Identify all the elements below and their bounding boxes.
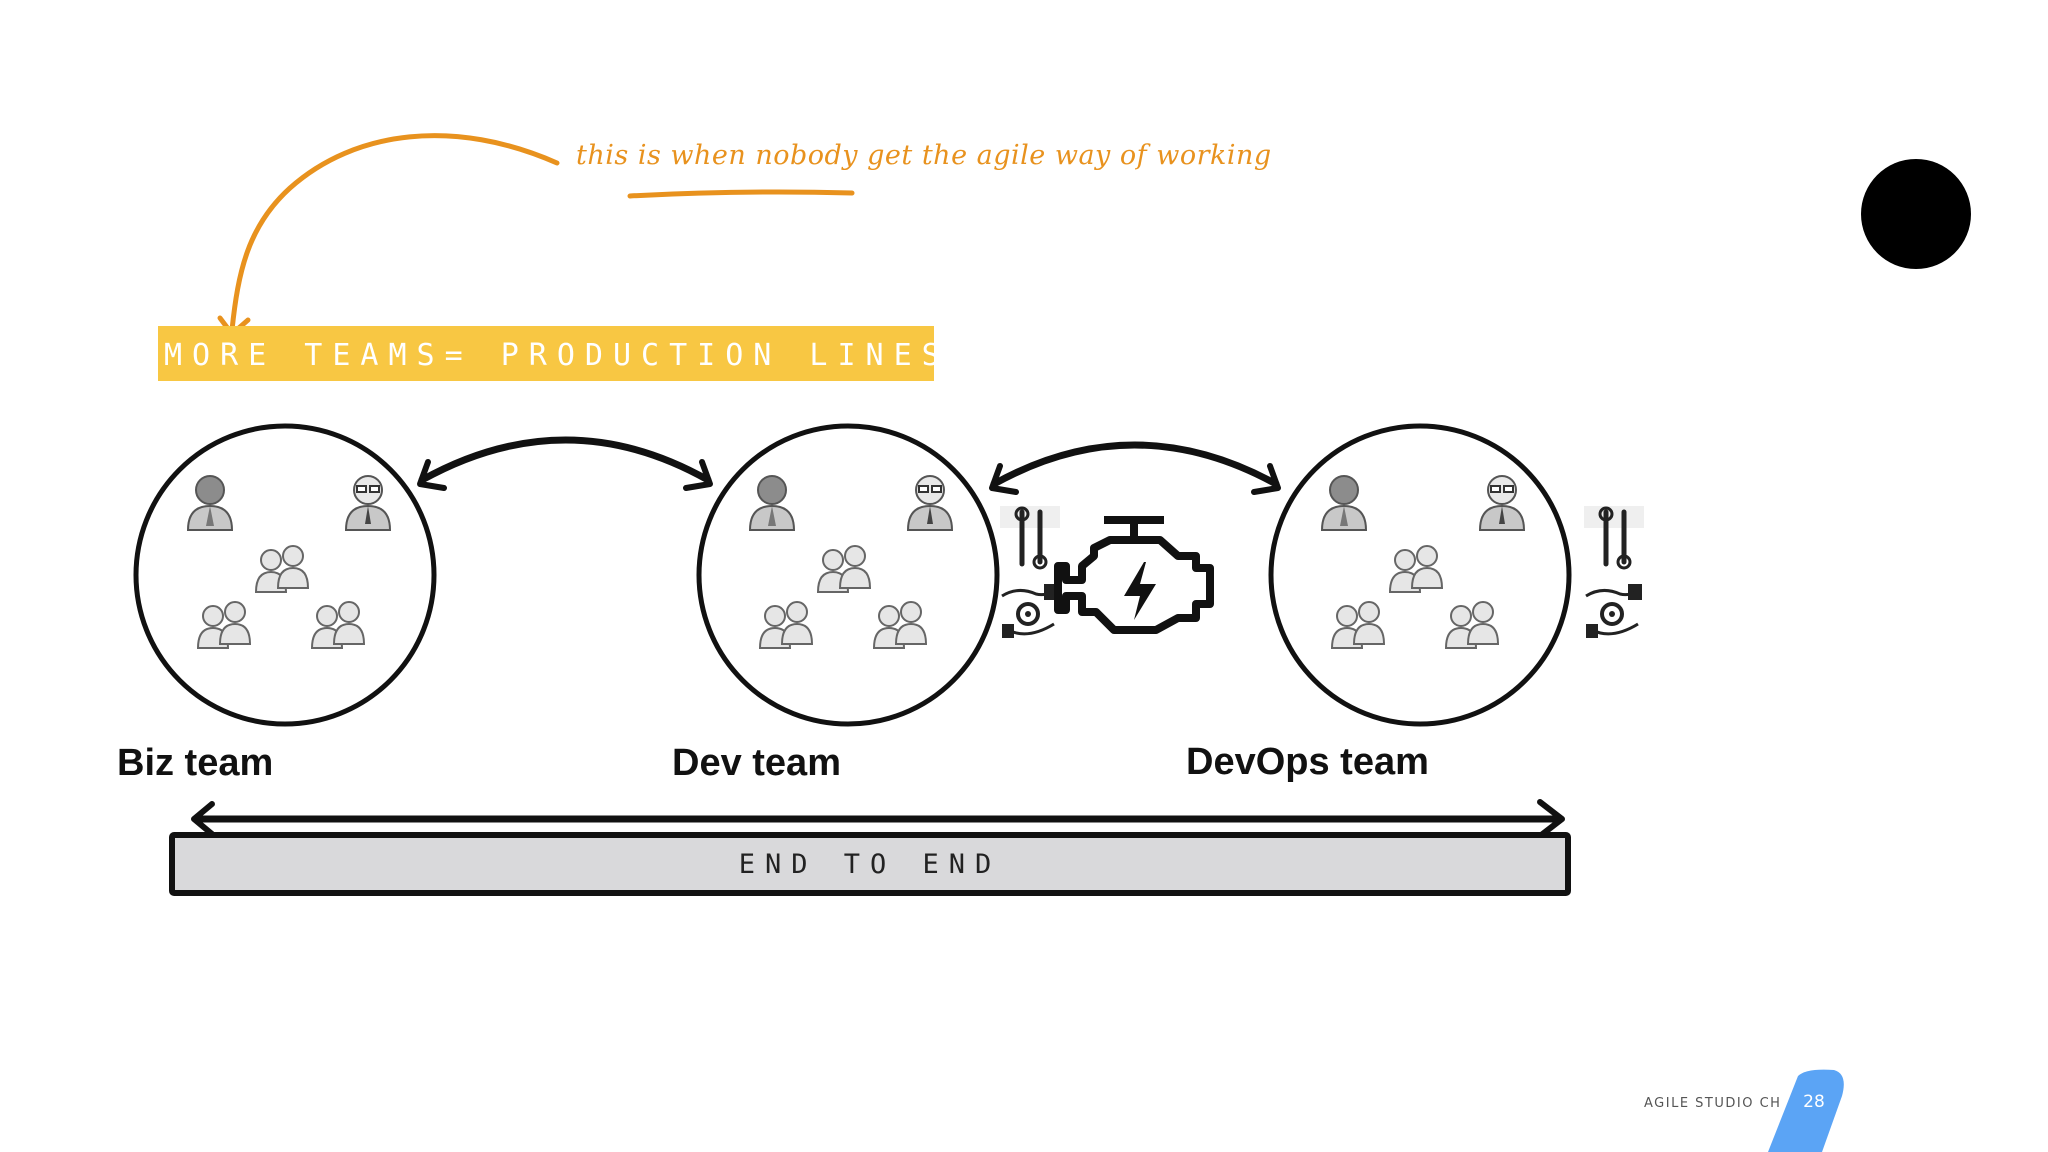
end-to-end-label: END TO END <box>738 849 1002 880</box>
dev-tools-icon <box>1000 506 1060 568</box>
dev-team-label: Dev team <box>672 742 841 784</box>
biz-dev-double-arrow-icon <box>417 436 713 491</box>
footer-brand: AGILE STUDIO CH <box>1644 1096 1782 1111</box>
biz-team-label: Biz team <box>117 742 274 784</box>
devops-team-label: DevOps team <box>1186 741 1429 783</box>
page-number: 28 <box>1803 1092 1825 1112</box>
engine-icon <box>1054 516 1214 634</box>
annotation-text: this is when nobody get the agile way of… <box>576 140 1272 171</box>
dev-devops-double-arrow-icon <box>989 441 1281 495</box>
end-to-end-arrow-icon <box>191 799 1565 839</box>
page-badge <box>1768 1069 1844 1152</box>
black-dot <box>1861 159 1971 269</box>
dev-gear-hand-icon <box>1000 582 1060 640</box>
devops-tools-icon <box>1584 506 1644 568</box>
curved-arrow-icon <box>217 133 560 337</box>
banner-title: MORE TEAMS= PRODUCTION LINES <box>164 338 950 373</box>
devops-gear-hand-icon <box>1584 582 1644 640</box>
annotation-underline <box>627 189 855 199</box>
end-to-end-bar <box>169 832 1571 896</box>
title-banner: MORE TEAMS= PRODUCTION LINES <box>158 326 940 381</box>
